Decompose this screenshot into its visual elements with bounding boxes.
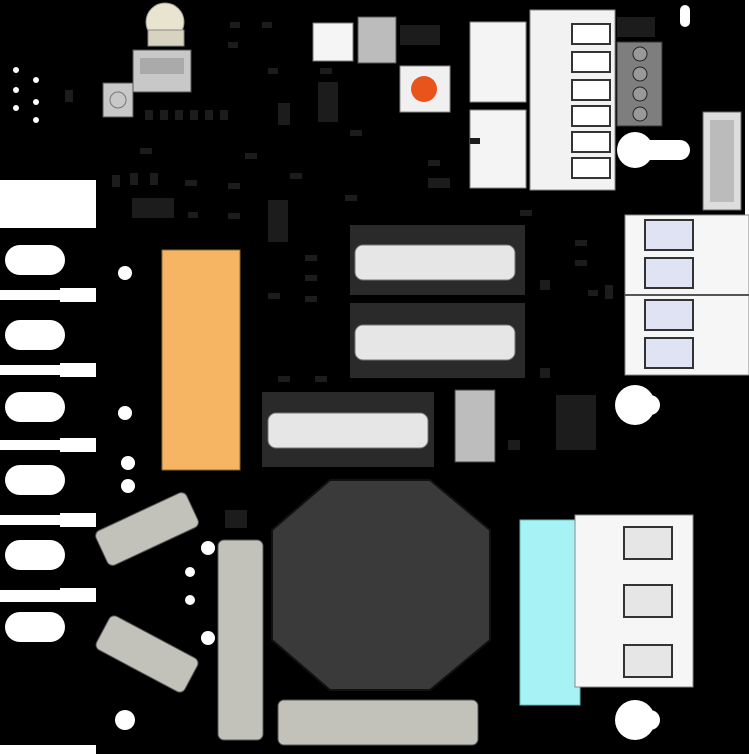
optocoupler bbox=[454, 389, 596, 463]
inductor bbox=[271, 479, 491, 691]
jst-connectors bbox=[132, 16, 655, 242]
smd-components bbox=[65, 22, 613, 528]
terminal-block-top bbox=[529, 9, 742, 211]
terminal-block-right bbox=[624, 214, 749, 376]
fuses bbox=[262, 225, 525, 467]
terminal-block-bottom bbox=[519, 514, 694, 706]
power-resistors bbox=[95, 492, 479, 746]
board-slots bbox=[5, 5, 690, 740]
relay bbox=[161, 249, 241, 471]
push-button bbox=[399, 65, 451, 113]
small-relays bbox=[469, 21, 527, 189]
header-connector bbox=[102, 49, 192, 118]
led bbox=[145, 2, 185, 47]
